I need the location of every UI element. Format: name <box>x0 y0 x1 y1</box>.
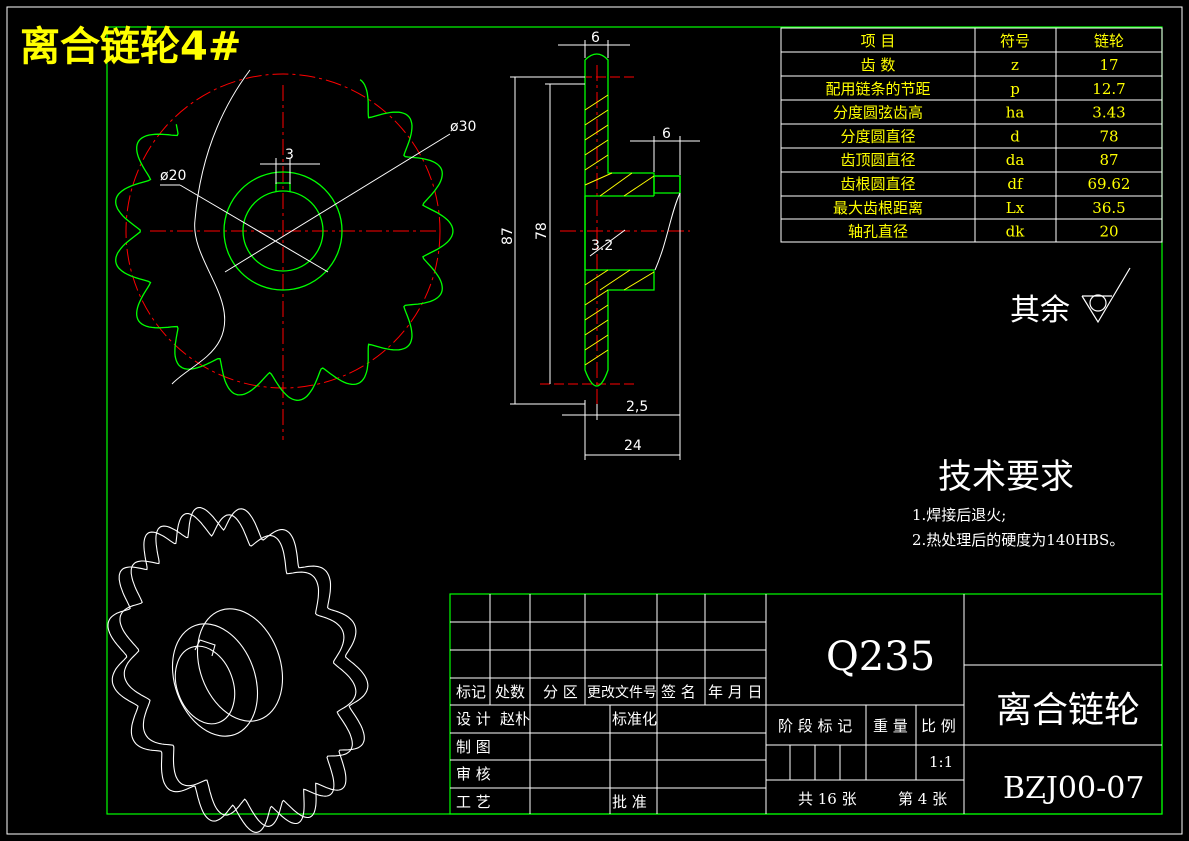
param-row-value: 3.43 <box>1092 104 1125 122</box>
iso-hub-back <box>196 608 284 722</box>
param-row-value: 12.7 <box>1092 80 1125 98</box>
param-row-value: 17 <box>1099 56 1118 74</box>
title-block <box>449 593 1163 815</box>
tb-standardize: 标准化 <box>612 710 657 728</box>
param-row-symbol: d <box>1010 127 1020 145</box>
tech-req-item-1: 1.焊接后退火; <box>912 506 1006 524</box>
param-row-item: 轴孔直径 <box>848 223 908 241</box>
param-row-value: 78 <box>1099 127 1118 145</box>
dim-hub-width-label: 6 <box>662 126 671 142</box>
param-row-value: 36.5 <box>1092 199 1125 217</box>
tech-req-title: 技术要求 <box>938 457 1074 497</box>
tb-sheet-no: 第 4 张 <box>898 790 947 808</box>
isometric-view <box>107 507 369 833</box>
dim-tip-dia-label: 87 <box>500 227 516 245</box>
param-row-item: 齿根圆直径 <box>840 175 915 193</box>
param-row-symbol: ha <box>1006 104 1025 122</box>
dim-hub-line <box>224 133 451 273</box>
dim-bore-label: ø20 <box>160 168 186 184</box>
param-row-symbol: df <box>1007 175 1024 193</box>
dim-pitch-dia-label: 78 <box>534 222 550 240</box>
tb-designer: 赵朴 <box>500 710 530 728</box>
param-row-item: 齿顶圆直径 <box>840 151 915 169</box>
param-row-value: 20 <box>1099 223 1118 241</box>
tb-scale-label: 比 例 <box>921 717 956 735</box>
dim-gap-label: 2,5 <box>626 399 648 415</box>
hub-circle <box>223 171 343 291</box>
tb-total-sheets: 共 16 张 <box>798 790 857 808</box>
outer-frame <box>6 6 1183 835</box>
tb-process: 工 艺 <box>456 793 491 811</box>
param-header-item: 项 目 <box>861 32 896 50</box>
param-row-value: 87 <box>1099 151 1118 169</box>
tb-approve: 批 准 <box>612 793 647 811</box>
dim-total-width-label: 24 <box>624 438 642 454</box>
param-table-text: 项 目 符号 链轮 齿 数 z 17 配用链条的节距 p 12.7 分度圆弦齿高 ha 3.43… <box>825 32 1130 241</box>
param-row-item: 最大齿根距离 <box>833 199 923 217</box>
param-row-symbol: da <box>1006 151 1025 169</box>
dim-hub-label: ø30 <box>450 119 476 135</box>
tech-req-item-2: 2.热处理后的硬度为140HBS。 <box>912 531 1124 549</box>
tb-check: 审 核 <box>456 765 491 783</box>
iso-sprocket-outline <box>107 513 357 833</box>
tb-design: 设 计 <box>456 710 491 728</box>
break-line <box>171 69 251 385</box>
section-hatch <box>584 94 655 366</box>
section-view: 6 6 87 78 3.2 2,5 24 <box>500 30 700 460</box>
pitch-circle <box>125 73 441 389</box>
section-hub-outline <box>584 175 681 270</box>
param-row-item: 配用链条的节距 <box>825 80 930 98</box>
bore-circle <box>242 190 324 272</box>
param-row-symbol: p <box>1010 80 1020 98</box>
param-row-item: 分度圆直径 <box>840 127 915 145</box>
param-header-value: 链轮 <box>1094 32 1124 50</box>
hub-break-curve <box>654 192 681 271</box>
tb-draw: 制 图 <box>456 738 491 756</box>
tb-header-sign: 签 名 <box>661 683 696 701</box>
title-block-text: Q235 离合链轮 BZJ00-07 标记 处数 分 区 更改文件号 签 名 年… <box>456 634 1144 811</box>
tb-header-mark: 标记 <box>456 683 486 701</box>
iso-sprocket-back-outline <box>119 507 369 827</box>
drawing-title: 离合链轮4# <box>20 24 241 70</box>
dim-top-width-label: 6 <box>591 30 600 46</box>
tb-header-date: 年 月 日 <box>708 683 763 701</box>
dim-chamfer-leader <box>589 229 626 257</box>
iso-keyway <box>194 639 216 657</box>
tb-header-count: 处数 <box>495 683 525 701</box>
front-view: 3 ø20 ø30 <box>115 69 476 440</box>
tb-stage: 阶 段 标 记 <box>778 717 852 735</box>
iso-hub-front <box>171 623 259 737</box>
tb-scale: 1:1 <box>929 753 953 771</box>
param-table <box>780 27 1163 243</box>
section-outline <box>584 53 681 387</box>
surface-note: 其余 <box>1010 293 1070 328</box>
param-row-item: 分度圆弦齿高 <box>833 104 923 122</box>
tb-header-zone: 分 区 <box>543 683 578 701</box>
param-row-symbol: Lx <box>1006 199 1025 217</box>
roughness-symbol <box>1081 267 1131 324</box>
tb-header-change: 更改文件号 <box>587 685 657 701</box>
param-header-symbol: 符号 <box>1000 32 1030 50</box>
param-row-symbol: dk <box>1006 223 1026 241</box>
tb-material: Q235 <box>826 634 935 680</box>
dim-bore-line <box>179 184 329 273</box>
iso-bore <box>174 645 236 725</box>
keyway <box>275 182 291 192</box>
dim-chamfer-label: 3.2 <box>591 238 613 254</box>
tb-part-name: 离合链轮 <box>996 690 1140 731</box>
param-row-symbol: z <box>1011 56 1019 74</box>
tb-weight: 重 量 <box>873 717 908 735</box>
param-row-value: 69.62 <box>1088 175 1131 193</box>
tb-drawing-no: BZJ00-07 <box>1003 771 1144 806</box>
dim-key-label: 3 <box>285 147 294 163</box>
sprocket-outline <box>115 79 454 401</box>
param-row-item: 齿 数 <box>861 56 896 74</box>
